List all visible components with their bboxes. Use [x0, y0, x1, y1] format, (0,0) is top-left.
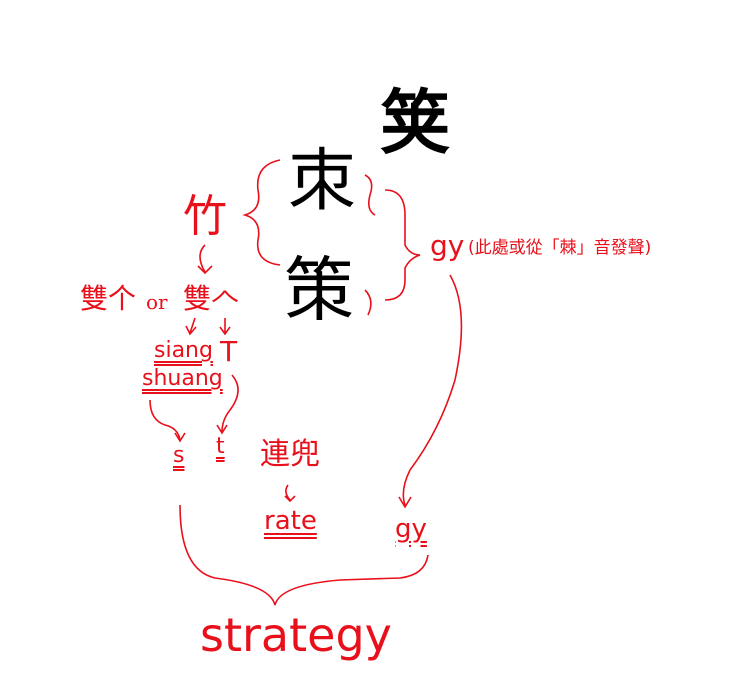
arrow-gy-down [398, 274, 463, 509]
siang-label: siang [154, 338, 213, 363]
bottom-brace [179, 504, 429, 606]
right-brace-big [384, 189, 421, 301]
shuang-label: shuang [142, 366, 223, 391]
T-label: T [220, 335, 238, 368]
arrow-to-T [219, 318, 231, 336]
gy-bottom-label: gy [395, 514, 427, 544]
arrow-lianr-to-rate [284, 484, 296, 503]
variants-a: 雙个 [80, 282, 137, 315]
seal-mid-glyph: 朿 [288, 142, 357, 221]
arrow-bamboo-down [197, 244, 213, 275]
or-label: or [146, 290, 168, 314]
lianr-label: 連兜 [260, 437, 320, 472]
result-word: strategy [200, 608, 392, 662]
rate-label: rate [264, 506, 317, 536]
left-brace [242, 159, 281, 266]
arrow-T-to-t [216, 374, 239, 435]
gy-top-label: gy [430, 229, 465, 262]
s-label: s [173, 443, 185, 468]
arrow-to-siang [185, 317, 197, 336]
right-brace-low [364, 289, 372, 316]
t-label: t [216, 434, 225, 459]
right-brace-mid [364, 174, 376, 216]
bamboo-label: 竹 [183, 191, 227, 242]
regular-glyph: 策 [284, 249, 354, 331]
variants-b: 雙𠆢 [183, 282, 240, 315]
gy-note: (此處或從「棘」音發聲) [468, 238, 652, 258]
seal-top-glyph: 䇲 [380, 81, 450, 164]
arrow-shuang-to-s [149, 399, 186, 443]
